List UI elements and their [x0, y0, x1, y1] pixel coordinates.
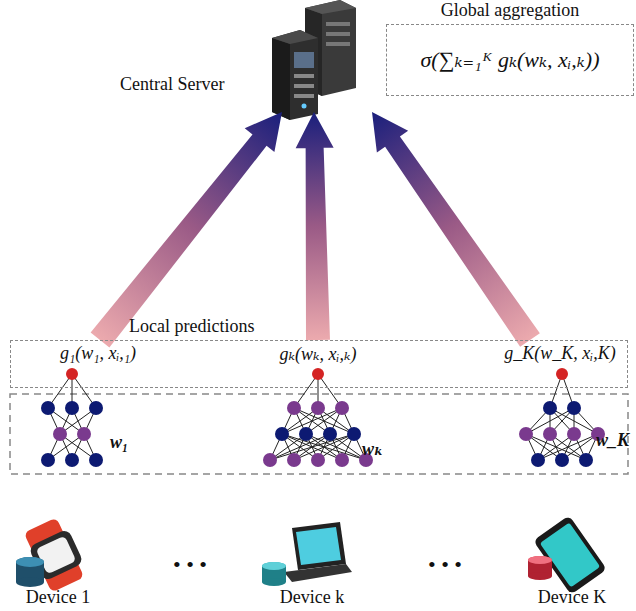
weight-label: w_K: [596, 430, 629, 451]
network-neuron: [519, 427, 533, 441]
ellipsis-dots: • • •: [428, 552, 462, 578]
output-neuron: [66, 368, 78, 380]
network-neuron: [323, 427, 337, 441]
network-neuron: [567, 401, 581, 415]
network-box: [10, 394, 628, 474]
neural-networks: [41, 368, 605, 467]
prediction-formula: g_K(w_K, xᵢ,K): [504, 343, 615, 364]
network-neuron: [543, 401, 557, 415]
network-neuron: [77, 427, 91, 441]
output-neuron: [312, 368, 324, 380]
box-heading: Local predictions: [129, 316, 254, 337]
laptop-icon: [262, 522, 352, 586]
network-neuron: [579, 453, 593, 467]
network-neuron: [299, 427, 313, 441]
server-node: Central Server: [115, 0, 390, 112]
weight-label: w₁: [110, 432, 128, 453]
network-neuron: [555, 453, 569, 467]
network-neuron: [89, 401, 103, 415]
aggregation-box: Global aggregationσ(∑ₖ₌₁ᴷ gₖ(wₖ, xᵢ,ₖ)): [386, 0, 634, 96]
network-neuron: [311, 453, 325, 467]
network-neuron: [335, 453, 349, 467]
server-icon: [272, 0, 356, 120]
network-neuron: [567, 427, 581, 441]
network-neuron: [335, 401, 349, 415]
network-neuron: [275, 427, 289, 441]
network-neuron: [347, 427, 361, 441]
network-neuron: [531, 453, 545, 467]
network-neuron: [263, 453, 277, 467]
phone-icon: [528, 515, 607, 594]
upload-arrow: [372, 112, 540, 347]
network-neuron: [41, 453, 55, 467]
prediction-formula: g₁(w₁, xᵢ,₁): [60, 343, 136, 364]
upload-arrow: [296, 112, 334, 340]
network-neuron: [65, 401, 79, 415]
watch-icon: [16, 517, 84, 592]
network-neuron: [53, 427, 67, 441]
prediction-formula: gₖ(wₖ, xᵢ,ₖ): [279, 343, 356, 365]
box-heading: Global aggregation: [386, 0, 634, 24]
aggregation-formula: σ(∑ₖ₌₁ᴷ gₖ(wₖ, xᵢ,ₖ)): [386, 24, 634, 96]
node-label: Central Server: [120, 74, 224, 95]
network-neuron: [287, 453, 301, 467]
output-neuron: [556, 368, 568, 380]
network-neuron: [65, 453, 79, 467]
device-label: Device 1: [26, 587, 90, 608]
upload-arrow: [91, 112, 282, 347]
network-neuron: [543, 427, 557, 441]
network-neuron: [311, 401, 325, 415]
network-neuron: [41, 401, 55, 415]
network-neuron: [89, 453, 103, 467]
device-label: Device K: [538, 587, 606, 608]
weight-label: wₖ: [362, 438, 383, 460]
network-neuron: [287, 401, 301, 415]
device-label: Device k: [280, 587, 344, 608]
ellipsis-dots: • • •: [173, 552, 207, 578]
